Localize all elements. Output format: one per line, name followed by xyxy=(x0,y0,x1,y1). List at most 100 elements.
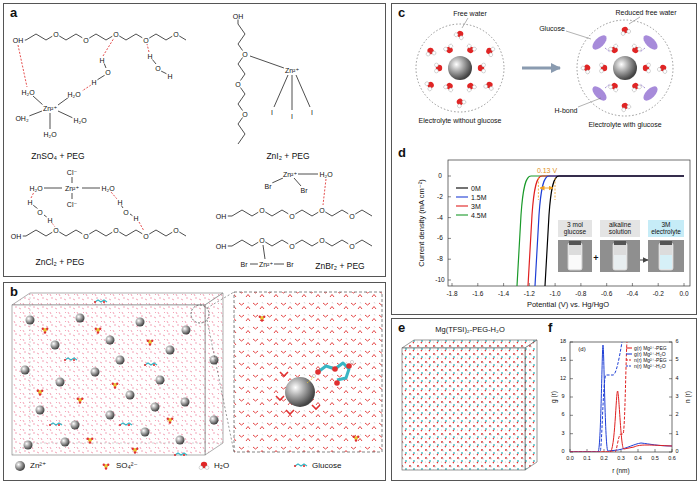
shell-outline xyxy=(560,10,690,119)
tick-label: 0 xyxy=(561,449,564,455)
axis-title: g (r) xyxy=(551,391,558,403)
legend-sample xyxy=(456,187,468,188)
atom-label: H₂O xyxy=(100,185,115,192)
atom-label: O xyxy=(288,213,295,220)
voltage-gap: 0.13 V xyxy=(537,167,557,174)
tick-label: 0 xyxy=(675,449,678,455)
tick-label: 0.5 xyxy=(651,456,659,462)
sample-photo: 3 mol glucose xyxy=(558,220,592,274)
tick-label: -0.4 xyxy=(627,291,638,298)
atom-label: H xyxy=(26,199,33,206)
tick-label: -10 xyxy=(435,277,444,284)
tick-label: 0 xyxy=(438,173,442,180)
panel-letter: c xyxy=(398,6,405,19)
atom-label: O xyxy=(122,209,129,216)
atom-label: O xyxy=(82,233,89,240)
tick-label: -1.2 xyxy=(524,291,535,298)
panel-frame: a xyxy=(3,3,386,277)
atom-label: O xyxy=(172,227,179,234)
atom-label: O xyxy=(258,237,265,244)
atom-label: O xyxy=(36,209,43,216)
tick-label: 6 xyxy=(675,339,678,345)
atom-label: O xyxy=(104,69,111,76)
rdf-plot xyxy=(570,342,672,452)
atom-label: H₂O xyxy=(42,131,57,138)
atom-label: O xyxy=(241,51,248,58)
atom-label: O xyxy=(142,37,149,44)
atom-label: OH₂ xyxy=(14,115,29,122)
legend-text: 1.5M xyxy=(471,194,487,201)
atom-label: OH xyxy=(232,13,245,20)
atom-label: O xyxy=(318,237,325,244)
atom-label: O xyxy=(112,31,119,38)
tick-label: 5 xyxy=(675,358,678,364)
atom-label: H₂O xyxy=(318,171,333,178)
tick-label: 0.6 xyxy=(668,456,676,462)
tick-label: 3 xyxy=(561,431,564,437)
atom-label: H xyxy=(132,215,139,222)
panel-frame: ef xyxy=(391,318,697,481)
atom-label: O xyxy=(52,227,59,234)
atom-label: H xyxy=(90,79,97,86)
bond-lines xyxy=(18,18,372,264)
legend-sample xyxy=(626,365,632,366)
shell-caption: Electrolyte without glucose xyxy=(398,117,522,125)
subplot-tag: (d) xyxy=(578,346,585,352)
structure-title: ZnI₂ + PEG xyxy=(266,152,309,161)
atom-label: Zn²⁺ xyxy=(64,185,80,192)
tick-label: 0.0 xyxy=(566,456,574,462)
panel-letter: e xyxy=(398,321,405,334)
callout-label: Glucose xyxy=(539,25,565,32)
shell-caption: Electrolyte with glucose xyxy=(560,121,690,129)
tick-label: -1.0 xyxy=(550,291,561,298)
tick-label: 4 xyxy=(675,376,678,382)
sample-tag: 3 mol glucose xyxy=(558,220,592,237)
atom-label: OH xyxy=(215,213,228,220)
zoom-view xyxy=(234,292,382,452)
sample-tag: alkaline solution xyxy=(600,220,640,237)
hydrogen-bonds xyxy=(18,38,326,231)
legend-text: H₂O xyxy=(214,462,229,470)
tick-label: 18 xyxy=(560,339,566,345)
connector-arrow xyxy=(640,260,648,261)
atom-label: O xyxy=(288,243,295,250)
atom-label: O xyxy=(348,213,355,220)
shell-circle xyxy=(416,24,504,112)
atom-label: OH xyxy=(215,243,228,250)
atom-label: Br xyxy=(240,261,249,268)
tick-label: -4 xyxy=(437,214,443,221)
legend-sample xyxy=(626,353,632,354)
legend-sample xyxy=(456,214,468,215)
structure-title: ZnCl₂ + PEG xyxy=(36,258,85,267)
tick-label: -0.6 xyxy=(601,291,612,298)
tick-label: 0.3 xyxy=(617,456,625,462)
atom-label: I xyxy=(290,113,294,120)
legend-text: g(r) Mg²⁺-PEG xyxy=(634,346,667,351)
structure-title: ZnSO₄ + PEG xyxy=(31,152,84,161)
atom-label: H xyxy=(98,57,105,64)
legend-sample xyxy=(626,359,632,360)
legend-text: Glucose xyxy=(312,462,341,470)
panel-letter: d xyxy=(398,146,406,159)
legend-text: 0M xyxy=(471,185,481,192)
atom-label: Zn²⁺ xyxy=(282,171,298,178)
atom-label: H₂O xyxy=(20,89,35,96)
tick-label: 15 xyxy=(560,358,566,364)
tick-label: 0.4 xyxy=(634,456,642,462)
legend-sample xyxy=(626,347,632,348)
tick-label: 12 xyxy=(560,376,566,382)
tick-label: 3 xyxy=(675,394,678,400)
mg-simulation-box xyxy=(402,340,537,470)
sample-photo: alkaline solution xyxy=(600,220,640,274)
atom-label: I xyxy=(310,109,314,116)
axis-title: n (r) xyxy=(685,391,692,403)
legend-text: g(r) Mg²⁺-H₂O xyxy=(634,352,666,357)
tick-label: 2 xyxy=(675,413,678,419)
atom-label: Cl⁻ xyxy=(66,169,78,176)
callout-label: Reduced free water xyxy=(615,9,676,16)
atom-label: O xyxy=(142,233,149,240)
legend-text: SO₄²⁻ xyxy=(116,462,138,470)
atom-label: H xyxy=(116,199,123,206)
atom-label: O xyxy=(82,37,89,44)
